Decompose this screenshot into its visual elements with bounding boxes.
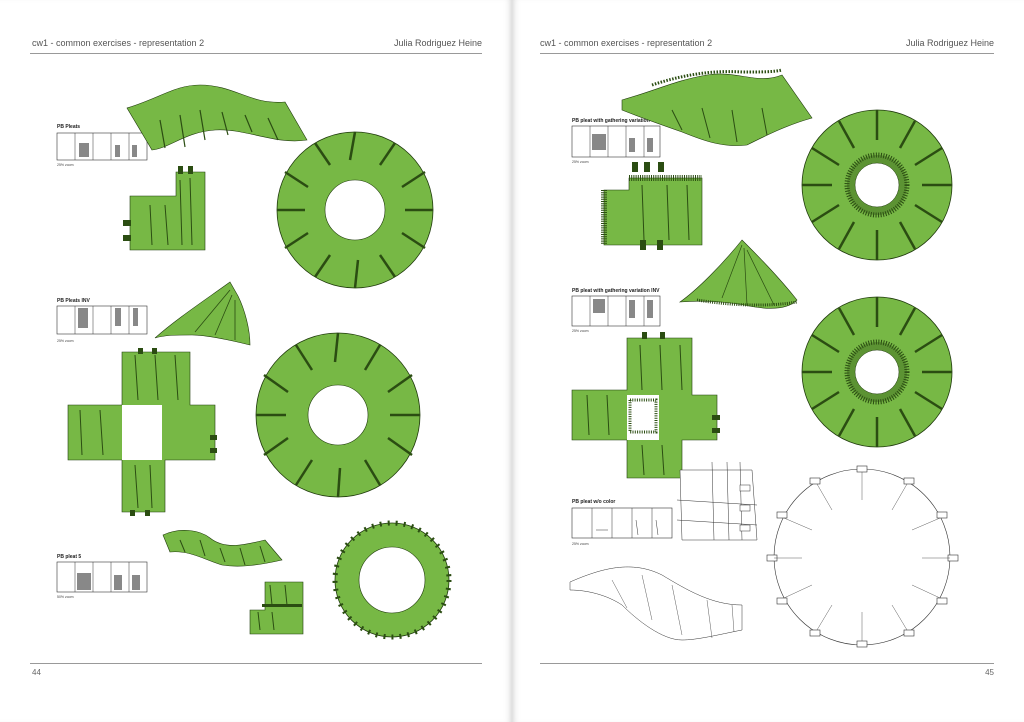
swatch-panel-pb-pleat-5: PB pleat 5 50% zoom [56, 554, 148, 599]
section-title-pb-pleats-inv: PB Pleats INV [57, 298, 90, 304]
left-header-author: Julia Rodriguez Heine [393, 38, 482, 48]
section-zoom-pb-pleats-inv: 25% zoom [57, 339, 74, 343]
swatch-panel-pb-pleats-inv: PB Pleats INV 25% zoom [56, 298, 148, 343]
pleat-l-block-1 [249, 581, 304, 635]
pleat-block-1 [123, 166, 206, 251]
section-zoom-pb-pleat-5: 50% zoom [57, 595, 74, 599]
section-zoom-wo-color: 25% zoom [572, 542, 589, 546]
pleat-fan-1 [154, 281, 251, 346]
right-footer-rule [540, 663, 994, 664]
pleat-cross-1 [67, 348, 217, 516]
section-title-gathering: PB pleat with gathering variation [572, 118, 650, 124]
section-title-wo-color: PB pleat w/o color [572, 499, 615, 505]
right-header-author: Julia Rodriguez Heine [905, 38, 994, 48]
pleated-donut-1 [276, 131, 434, 289]
swatch-panel-gathering: PB pleat with gathering variation 25% zo… [571, 118, 661, 164]
section-zoom-gathering-inv: 25% zoom [572, 329, 589, 333]
gathered-strip-1 [621, 68, 813, 146]
outline-donut [766, 465, 959, 648]
pleated-donut-2 [255, 332, 421, 498]
right-header-rule [540, 53, 994, 54]
curved-pleat-strip-1 [126, 84, 308, 151]
right-artwork: PB pleat with gathering variation 25% zo… [569, 68, 959, 648]
left-footer-rule [30, 663, 482, 664]
outline-strip [569, 566, 743, 641]
left-artwork: PB Pleats 25% zoom PB Pleats INV [56, 84, 452, 640]
section-zoom-gathering: 25% zoom [572, 160, 589, 164]
gathered-donut-1 [801, 109, 953, 261]
outline-pattern-pieces [676, 461, 758, 541]
section-title-pb-pleat-5: PB pleat 5 [57, 554, 81, 560]
right-page: cw1 - common exercises - representation … [512, 0, 1024, 722]
gathered-cross-1 [571, 332, 720, 479]
swatch-panel-pb-pleats: PB Pleats 25% zoom [56, 124, 148, 167]
gathered-fan-1 [678, 239, 798, 309]
swatch-panel-wo-color: PB pleat w/o color 25% zoom [571, 499, 673, 546]
curved-pleat-strip-2 [162, 530, 283, 567]
swatch-panel-gathering-inv: PB pleat with gathering variation INV 25… [571, 288, 661, 333]
gathered-donut-2 [801, 296, 953, 448]
section-title-pb-pleats: PB Pleats [57, 124, 80, 130]
pleated-donut-3 [332, 520, 452, 640]
right-header-title: cw1 - common exercises - representation … [540, 38, 713, 48]
section-title-gathering-inv: PB pleat with gathering variation INV [572, 288, 660, 294]
section-zoom-pb-pleats: 25% zoom [57, 163, 74, 167]
left-header-title: cw1 - common exercises - representation … [32, 38, 205, 48]
left-header-rule [30, 53, 482, 54]
left-page-number: 44 [32, 668, 41, 677]
left-page: cw1 - common exercises - representation … [0, 0, 512, 722]
gathered-block-1 [601, 162, 703, 250]
right-page-number: 45 [985, 668, 994, 677]
